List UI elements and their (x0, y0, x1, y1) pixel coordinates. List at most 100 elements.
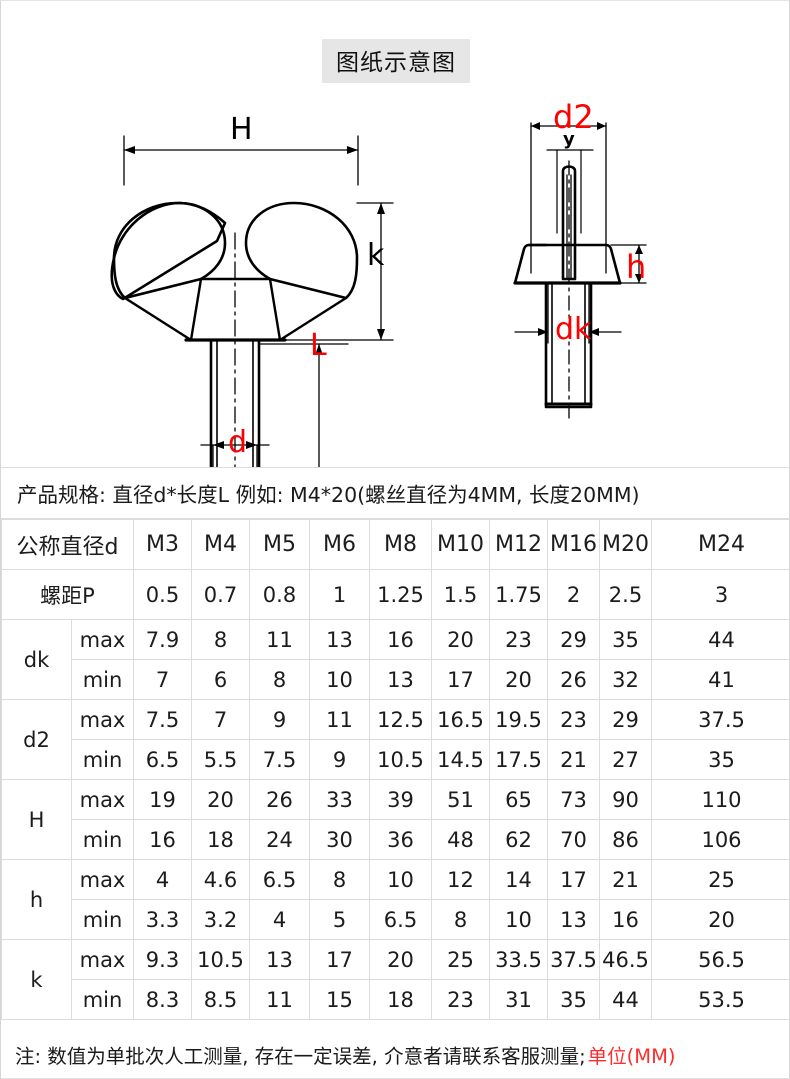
cell-k-min-1: 8.5 (191, 979, 250, 1020)
table-row-pitch: 螺距P 0.5 0.7 0.8 1 1.25 1.5 1.75 2 2.5 3 (1, 569, 790, 620)
cell-k-max-7: 37.5 (547, 939, 600, 980)
cell-h-max-7: 17 (547, 859, 600, 900)
label-H: H (230, 112, 253, 147)
cell-dk-min-6: 20 (489, 659, 548, 700)
cell-h-min-1: 3.2 (191, 899, 250, 940)
technical-drawing: H k L d d2 y h dk (1, 93, 790, 467)
cell-H-max-4: 39 (369, 779, 432, 820)
cell-d2-min-0: 6.5 (133, 739, 192, 780)
cell-dk-min-7: 26 (547, 659, 600, 700)
cell-h-max-8: 21 (599, 859, 652, 900)
label-h: h (626, 248, 647, 286)
cell-h-max-2: 6.5 (249, 859, 310, 900)
shaft-outer (209, 338, 261, 467)
cell-d2-max-3: 11 (309, 699, 370, 740)
footer-note-text: 注: 数值为单批次人工测量, 存在一定误差, 介意者请联系客服测量; (15, 1045, 586, 1068)
dim-h (610, 244, 647, 284)
dim-d2 (530, 122, 607, 274)
cell-d2-min-7: 21 (547, 739, 600, 780)
cell-dk-maxlabel: max (71, 619, 134, 660)
cell-dk-max-6: 23 (489, 619, 548, 660)
cell-h-max-6: 14 (489, 859, 548, 900)
table-row-k-min: min 8.3 8.5 11 15 18 23 31 35 44 53.5 (2, 979, 790, 1020)
cell-d2-min-4: 10.5 (369, 739, 432, 780)
cell-k-max-6: 33.5 (489, 939, 548, 980)
row-label-dk: dk (1, 619, 72, 700)
header-size-2: M5 (249, 519, 310, 570)
header-size-6: M12 (489, 519, 548, 570)
cell-k-max-0: 9.3 (133, 939, 192, 980)
cell-H-min-4: 36 (369, 819, 432, 860)
table-row-h-max: h max 4 4.6 6.5 8 10 12 14 17 21 25 (1, 859, 790, 940)
cell-d2-max-1: 7 (191, 699, 250, 740)
cell-d2-max-7: 23 (547, 699, 600, 740)
header-size-7: M16 (547, 519, 600, 570)
pitch-2: 0.8 (249, 569, 310, 620)
table-row-k-max: k max 9.3 10.5 13 17 20 25 33.5 37.5 46.… (1, 939, 790, 1020)
header-size-1: M4 (191, 519, 250, 570)
cell-dk-min-4: 13 (369, 659, 432, 700)
cell-H-max-3: 33 (309, 779, 370, 820)
cell-h-min-2: 4 (249, 899, 310, 940)
cell-h-maxlabel: max (71, 859, 134, 900)
cell-dk-max-7: 29 (547, 619, 600, 660)
cell-H-max-6: 65 (489, 779, 548, 820)
cell-h-max-0: 4 (133, 859, 192, 900)
cell-dk-minlabel: min (71, 659, 134, 700)
cell-d2-maxlabel: max (71, 699, 134, 740)
cell-k-min-7: 35 (547, 979, 600, 1020)
cell-h-min-4: 6.5 (369, 899, 432, 940)
cell-H-max-9: 110 (651, 779, 790, 820)
label-L: L (310, 328, 327, 363)
cell-dk-max-0: 7.9 (133, 619, 192, 660)
drawing-svg (110, 122, 647, 467)
cell-k-min-6: 31 (489, 979, 548, 1020)
cell-H-max-2: 26 (249, 779, 310, 820)
table-row-d2-min: min 6.5 5.5 7.5 9 10.5 14.5 17.5 21 27 3… (2, 739, 790, 780)
page-title: 图纸示意图 (322, 39, 470, 83)
pitch-4: 1.25 (369, 569, 432, 620)
cell-H-min-9: 106 (651, 819, 790, 860)
cell-H-min-1: 18 (191, 819, 250, 860)
cell-dk-min-1: 6 (191, 659, 250, 700)
row-label-d2: d2 (1, 699, 72, 780)
page-title-wrap: 图纸示意图 (1, 39, 790, 83)
label-k: k (367, 238, 385, 273)
left-wing-shape (112, 201, 227, 300)
cell-h-min-8: 16 (599, 899, 652, 940)
cell-H-min-8: 86 (599, 819, 652, 860)
cell-d2-min-1: 5.5 (191, 739, 250, 780)
cell-dk-min-5: 17 (431, 659, 490, 700)
cell-d2-max-2: 9 (249, 699, 310, 740)
cell-H-max-5: 51 (431, 779, 490, 820)
cell-d2-max-0: 7.5 (133, 699, 192, 740)
cell-d2-max-8: 29 (599, 699, 652, 740)
wing-edge-profile (561, 165, 577, 281)
cell-d2-minlabel: min (71, 739, 134, 780)
table-row-dk-min: min 7 6 8 10 13 17 20 26 32 41 (2, 659, 790, 700)
cell-k-max-1: 10.5 (191, 939, 250, 980)
cell-dk-max-9: 44 (651, 619, 790, 660)
cell-h-min-7: 13 (547, 899, 600, 940)
pitch-3: 1 (309, 569, 370, 620)
cell-dk-max-1: 8 (191, 619, 250, 660)
cell-H-max-1: 20 (191, 779, 250, 820)
dim-dk (514, 282, 622, 344)
label-dk: dk (555, 312, 592, 347)
cell-dk-min-9: 41 (651, 659, 790, 700)
cell-H-max-0: 19 (133, 779, 192, 820)
dim-k (284, 202, 394, 341)
cell-d2-min-8: 27 (599, 739, 652, 780)
cell-k-maxlabel: max (71, 939, 134, 980)
cell-H-maxlabel: max (71, 779, 134, 820)
header-size-0: M3 (133, 519, 192, 570)
label-y: y (563, 129, 575, 150)
cell-H-min-7: 70 (547, 819, 600, 860)
cell-dk-min-2: 8 (249, 659, 310, 700)
cell-k-min-3: 15 (309, 979, 370, 1020)
left-wing-underside (123, 296, 193, 342)
cell-k-min-8: 44 (599, 979, 652, 1020)
cell-d2-max-5: 16.5 (431, 699, 490, 740)
pitch-1: 0.7 (191, 569, 250, 620)
cell-H-minlabel: min (71, 819, 134, 860)
